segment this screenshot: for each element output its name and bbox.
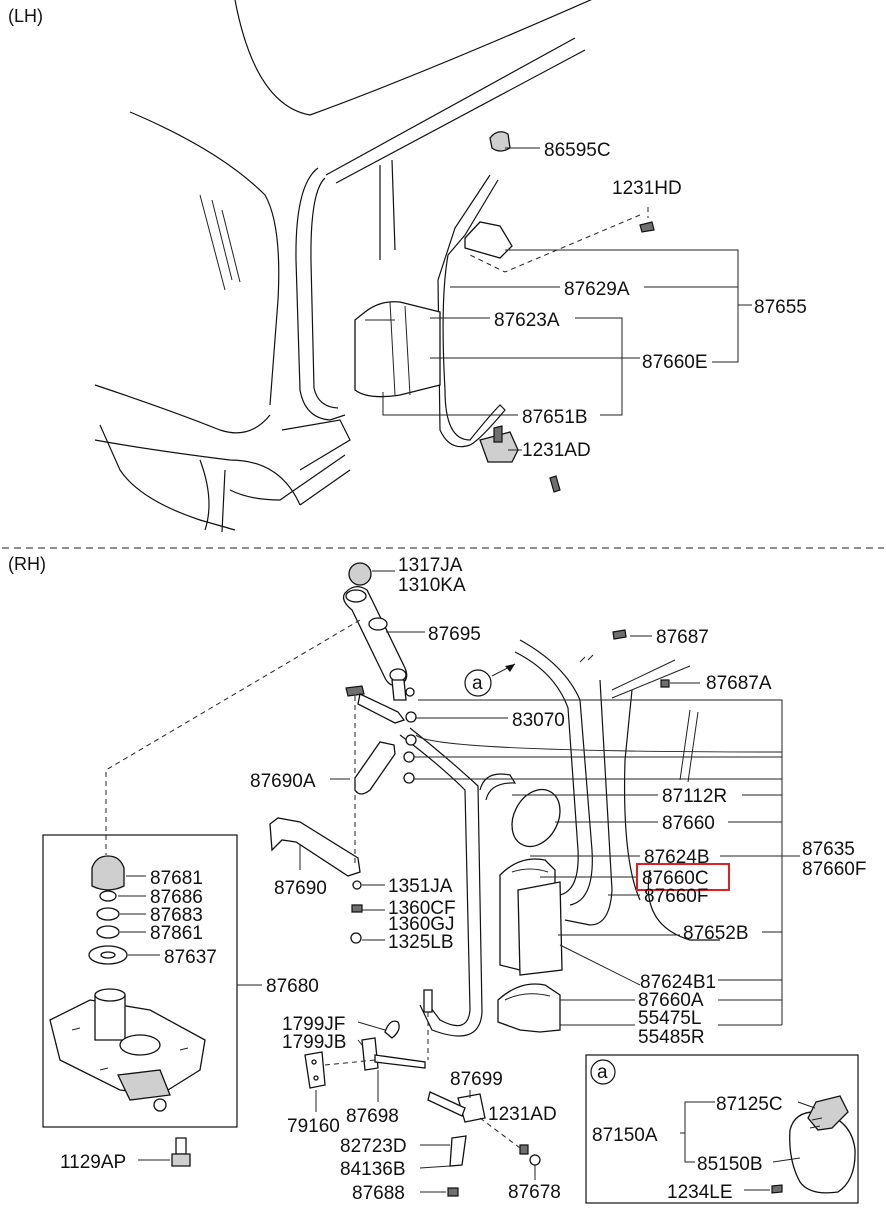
label-87861: 87861 — [150, 923, 203, 944]
label-87678: 87678 — [508, 1182, 561, 1203]
label-87655: 87655 — [754, 297, 807, 318]
label-87637: 87637 — [164, 947, 217, 968]
label-87150A: 87150A — [592, 1125, 658, 1146]
label-87660C: 87660C — [642, 868, 709, 889]
label-1351JA: 1351JA — [388, 876, 453, 897]
label-87652B: 87652B — [683, 923, 749, 944]
mirror-glass-87660 — [511, 788, 561, 848]
label-87623A: 87623A — [494, 310, 560, 331]
lower-mount — [479, 431, 519, 463]
mirror-housing-lower — [497, 983, 561, 1033]
label-1231AD-lh: 1231AD — [522, 440, 591, 461]
label-87688: 87688 — [352, 1183, 405, 1204]
label-1231AD-rh: 1231AD — [488, 1104, 557, 1125]
label-87686: 87686 — [150, 887, 203, 908]
rh-leader-lines — [105, 570, 800, 1026]
label-87680: 87680 — [266, 976, 319, 997]
section-label-lh: (LH) — [8, 6, 43, 26]
label-55475L: 55475L — [638, 1008, 701, 1029]
label-87690: 87690 — [274, 878, 327, 899]
clip-1799JF — [384, 1020, 400, 1039]
label-1234LE: 1234LE — [667, 1182, 733, 1203]
detail-box-a: a 87125C 87150A 85150B 1234LE — [585, 1054, 859, 1204]
label-84136B: 84136B — [340, 1159, 406, 1180]
label-1799JB: 1799JB — [282, 1032, 346, 1053]
bracket — [464, 221, 513, 259]
label-87687: 87687 — [656, 627, 709, 648]
label-82723D: 82723D — [340, 1136, 407, 1157]
lh-labels: 86595C 1231HD 87629A 87655 87623A 87660E… — [494, 140, 807, 461]
label-87651B: 87651B — [522, 407, 588, 428]
label-1799JF: 1799JF — [282, 1014, 345, 1035]
section-label-rh: (RH) — [8, 554, 46, 574]
screw-1231hd — [639, 221, 655, 233]
lh-cab-outline — [94, 0, 592, 533]
label-87690A: 87690A — [250, 771, 316, 792]
bracket-79160 — [304, 1051, 326, 1089]
screw-1231ad-lh — [549, 475, 561, 493]
rh-mirror-assembly — [269, 562, 670, 1037]
label-1129AP: 1129AP — [60, 1152, 126, 1173]
lh-leader-lines — [382, 147, 752, 451]
label-86595C: 86595C — [544, 140, 611, 161]
label-1317JA: 1317JA — [398, 555, 463, 576]
label-79160: 79160 — [287, 1116, 340, 1137]
label-87660E: 87660E — [642, 352, 708, 373]
label-87681: 87681 — [150, 868, 203, 889]
rh-lower-linkage: 1799JF 1799JB 79160 87698 87699 1231AD 8… — [282, 989, 561, 1204]
cap-87681 — [91, 855, 125, 891]
label-87660F-right: 87660F — [802, 859, 866, 880]
ball-knob — [348, 562, 372, 586]
highlight-box-87660c — [636, 863, 730, 891]
callout-a-marker: a — [464, 663, 516, 697]
label-87629A: 87629A — [564, 279, 630, 300]
label-87698: 87698 — [346, 1106, 399, 1127]
label-1310KA: 1310KA — [398, 575, 466, 596]
label-87683: 87683 — [150, 905, 203, 926]
rh-labels: 1317JA 1310KA 87695 87687 87687A 83070 8… — [250, 555, 866, 1048]
label-85150B: 85150B — [697, 1154, 763, 1175]
label-1325LB: 1325LB — [388, 932, 454, 953]
label-87635: 87635 — [802, 839, 855, 860]
label-1360GJ: 1360GJ — [388, 914, 455, 935]
arm-87690 — [269, 817, 361, 877]
label-87660F: 87660F — [644, 886, 708, 907]
label-1360CF: 1360CF — [388, 898, 456, 919]
bolt-1129AP: 1129AP — [60, 1137, 191, 1173]
label-83070: 83070 — [512, 710, 565, 731]
label-87699: 87699 — [450, 1069, 503, 1090]
label-1231HD: 1231HD — [612, 178, 682, 199]
label-87624B1: 87624B1 — [640, 972, 716, 993]
label-55485R: 55485R — [638, 1027, 705, 1048]
bracket-87690A — [354, 741, 396, 795]
label-87624B: 87624B — [644, 847, 710, 868]
label-87112R: 87112R — [662, 786, 727, 807]
mirror-head-lh — [354, 301, 441, 398]
label-87695: 87695 — [428, 624, 481, 645]
lh-mirror-assembly — [354, 131, 655, 493]
callout-a-text: a — [472, 673, 483, 694]
label-87687A: 87687A — [706, 673, 772, 694]
label-87660: 87660 — [662, 813, 715, 834]
label-87125C: 87125C — [716, 1094, 783, 1115]
label-87660A: 87660A — [638, 990, 704, 1011]
motor-subassembly-box: 87681 87686 87683 87861 87637 87680 — [42, 834, 319, 1128]
detail-a-callout: a — [597, 1062, 608, 1083]
